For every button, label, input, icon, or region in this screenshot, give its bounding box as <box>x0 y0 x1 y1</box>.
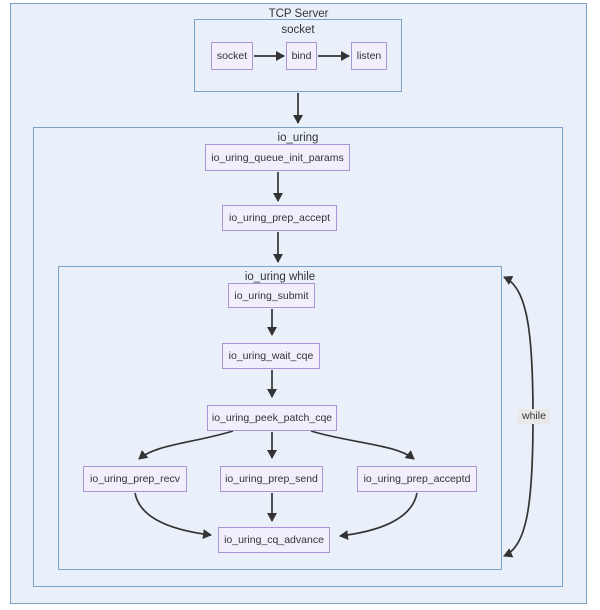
node-listen: listen <box>351 42 387 70</box>
node-io-uring-prep-acceptd: io_uring_prep_acceptd <box>357 466 477 492</box>
node-io-uring-prep-recv: io_uring_prep_recv <box>83 466 187 492</box>
node-io-uring-prep-accept: io_uring_prep_accept <box>222 205 337 231</box>
node-io-uring-submit: io_uring_submit <box>228 283 315 308</box>
edge-label-while: while <box>518 409 550 424</box>
cluster-io-uring-label: io_uring <box>277 132 319 144</box>
node-bind: bind <box>286 42 317 70</box>
cluster-socket-label: socket <box>281 24 315 36</box>
node-socket: socket <box>211 42 253 70</box>
node-io-uring-cq-advance: io_uring_cq_advance <box>218 527 330 553</box>
node-io-uring-queue-init-params: io_uring_queue_init_params <box>205 144 350 171</box>
node-io-uring-prep-send: io_uring_prep_send <box>220 466 323 492</box>
node-io-uring-peek-patch-cqe: io_uring_peek_patch_cqe <box>207 405 337 431</box>
cluster-io-uring-while-label: io_uring while <box>244 271 316 283</box>
node-io-uring-wait-cqe: io_uring_wait_cqe <box>222 343 320 369</box>
